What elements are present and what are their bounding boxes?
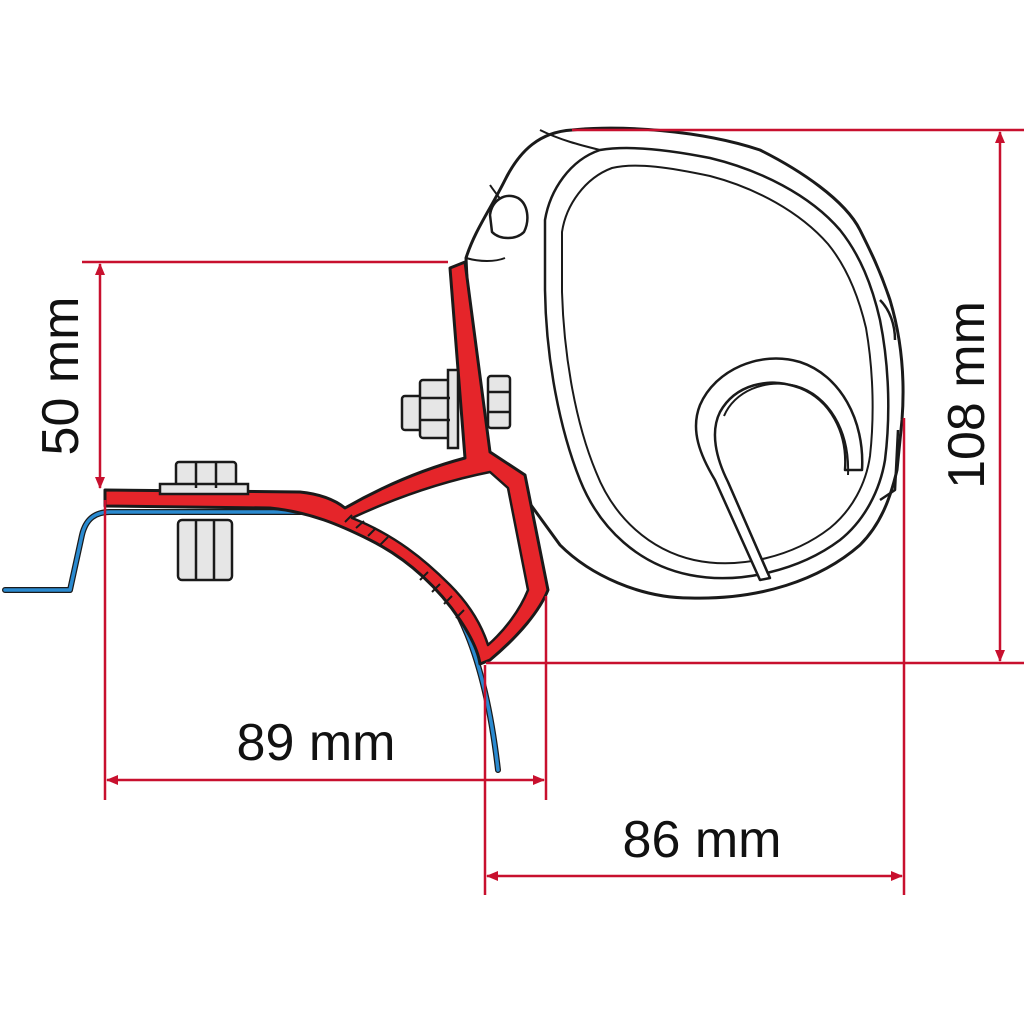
dimension-lines xyxy=(82,128,1024,895)
lower-bolt-washer xyxy=(158,482,250,496)
dimension-label-108: 108 mm xyxy=(938,301,996,489)
bracket-serrations xyxy=(344,514,465,619)
upper-bolt-washer xyxy=(446,368,460,450)
lower-bolt xyxy=(158,460,250,582)
dimension-label-86: 86 mm xyxy=(623,811,782,869)
dimension-label-89: 89 mm xyxy=(237,714,396,772)
upper-bolt-back-nut xyxy=(486,374,512,430)
housing-inner-panel xyxy=(543,146,890,580)
dimension-label-50: 50 mm xyxy=(32,297,90,456)
awning-housing xyxy=(464,126,905,600)
housing-latch-notch xyxy=(488,194,529,240)
upper-bolt xyxy=(400,368,512,450)
housing-outer-shell xyxy=(464,126,905,600)
upper-bolt-nut xyxy=(418,378,452,440)
housing-end-cap xyxy=(879,299,900,502)
housing-cable-channel-inner xyxy=(723,382,850,575)
adapter-bracket-inner xyxy=(350,470,530,647)
housing-inner-line xyxy=(561,164,874,565)
lower-bolt-shaft-nut xyxy=(176,518,234,582)
